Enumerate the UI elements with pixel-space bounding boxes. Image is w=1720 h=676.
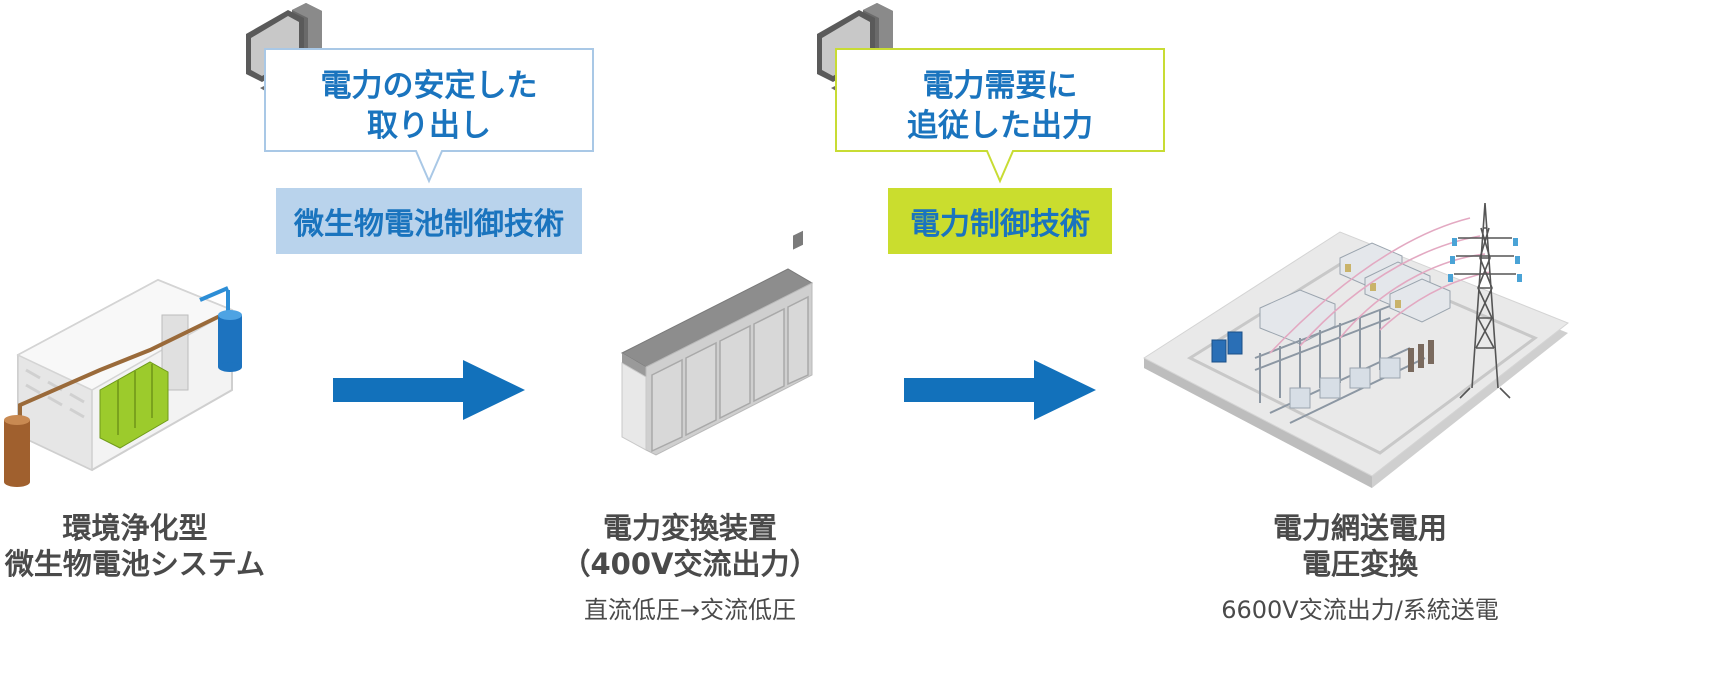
bubble-2-line2: 追従した出力 [907, 108, 1093, 144]
flow-arrow-2 [904, 360, 1096, 420]
speech-bubble-2 [835, 48, 1165, 184]
microbial-fuel-cell-system-illustration [4, 278, 242, 487]
stage-2-caption-line1: 電力変換装置 [602, 511, 777, 545]
power-conversion-device-illustration [620, 230, 814, 456]
stage-2-caption: 電力変換装置 （400V交流出力） [560, 510, 820, 582]
bubble-2-line1: 電力需要に [922, 68, 1078, 104]
tech-1-text: 微生物電池制御技術 [294, 207, 564, 242]
bubble-1-line1: 電力の安定した [320, 68, 538, 104]
bubble-1-text: 電力の安定した 取り出し [264, 66, 594, 146]
speech-bubble-1 [264, 48, 594, 184]
bubble-2-text: 電力需要に 追従した出力 [835, 66, 1165, 146]
stage-1-caption: 環境浄化型 微生物電池システム [0, 510, 270, 582]
tech-2-text: 電力制御技術 [910, 207, 1090, 242]
stage-1-caption-line2: 微生物電池システム [4, 547, 266, 581]
stage-2-subcaption: 直流低圧→交流低圧 [583, 596, 797, 624]
stage-3-caption-line1: 電力網送電用 [1272, 511, 1447, 545]
bubble-1-line2: 取り出し [367, 108, 491, 144]
stage-3-subcaption: 6600V交流出力/系統送電 [1221, 596, 1499, 624]
stage-3-caption-line2: 電圧変換 [1301, 547, 1418, 581]
stage-2-caption-line2: （400V交流出力） [561, 547, 819, 581]
stage-1-caption-line1: 環境浄化型 [62, 511, 208, 545]
flow-arrow-1 [333, 360, 525, 420]
microbial-cell-control-tech-label: 微生物電池制御技術 [276, 188, 582, 254]
power-control-tech-label: 電力制御技術 [888, 188, 1112, 254]
stage-3-caption: 電力網送電用 電圧変換 [1220, 510, 1500, 582]
substation-illustration [1143, 202, 1569, 488]
